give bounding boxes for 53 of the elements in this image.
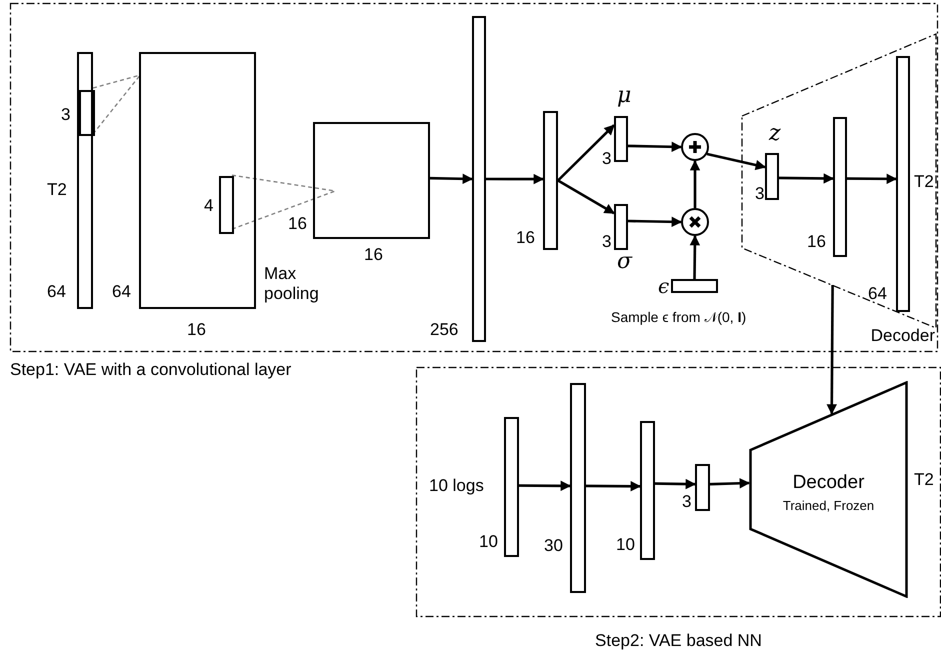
block-title: Decoder (792, 473, 866, 493)
size-label: 3 (602, 149, 612, 169)
arrow (706, 152, 766, 170)
size-label: 16 (364, 245, 383, 265)
panel-title: Step2: VAE based NN (594, 631, 763, 651)
size-label: 4 (204, 196, 214, 216)
size-label: 256 (430, 320, 458, 340)
size-label: 16 (516, 228, 535, 248)
epsilon-symbol: ϵ (658, 276, 670, 296)
sum-operator (681, 133, 709, 161)
operation-label: Max pooling (264, 264, 320, 304)
size-label: 3 (682, 492, 692, 512)
output-label: T2 (47, 180, 67, 200)
input-label: 10 logs (429, 476, 484, 496)
size-label: 16 (807, 232, 826, 252)
arrow (519, 480, 572, 492)
size-label: 3 (755, 184, 764, 204)
size-label: 64 (47, 282, 66, 302)
size-label: 3 (61, 105, 70, 125)
size-label: 64 (112, 282, 131, 302)
size-label: 16 (288, 214, 307, 234)
block-title: Decoder (870, 326, 935, 346)
output-label: T2 (914, 470, 934, 490)
arrow (778, 173, 834, 184)
arrow (826, 285, 837, 415)
dashed-guide-lines (231, 174, 336, 230)
panel-title: Step1: VAE with a convolutional layer (10, 360, 292, 380)
dashed-guide-lines (92, 74, 141, 135)
arrow (690, 160, 700, 208)
arrow (430, 174, 474, 184)
arrow (557, 179, 615, 214)
size-label: 64 (868, 284, 887, 304)
arrow (486, 174, 544, 184)
arrow (586, 481, 642, 492)
size-label: 10 (616, 535, 635, 555)
size-label: 3 (602, 232, 612, 252)
mean-symbol: μ (617, 86, 632, 106)
sigma-symbol: σ (617, 252, 632, 272)
sampling-note: Sample ϵ from 𝒩(0, I) (611, 308, 746, 327)
arrow (628, 216, 682, 228)
arrow (557, 124, 615, 182)
product-operator (681, 208, 709, 236)
arrow (690, 234, 700, 280)
size-label: 10 (479, 532, 498, 552)
size-label: 16 (187, 320, 206, 340)
arrow (847, 174, 898, 184)
block-note: Trained, Frozen (782, 497, 876, 515)
arrow (710, 478, 750, 488)
size-label: 30 (544, 536, 563, 556)
output-label: T2 (914, 172, 934, 192)
latent-symbol: z (769, 124, 781, 144)
arrow (628, 142, 682, 152)
arrow (654, 478, 696, 490)
